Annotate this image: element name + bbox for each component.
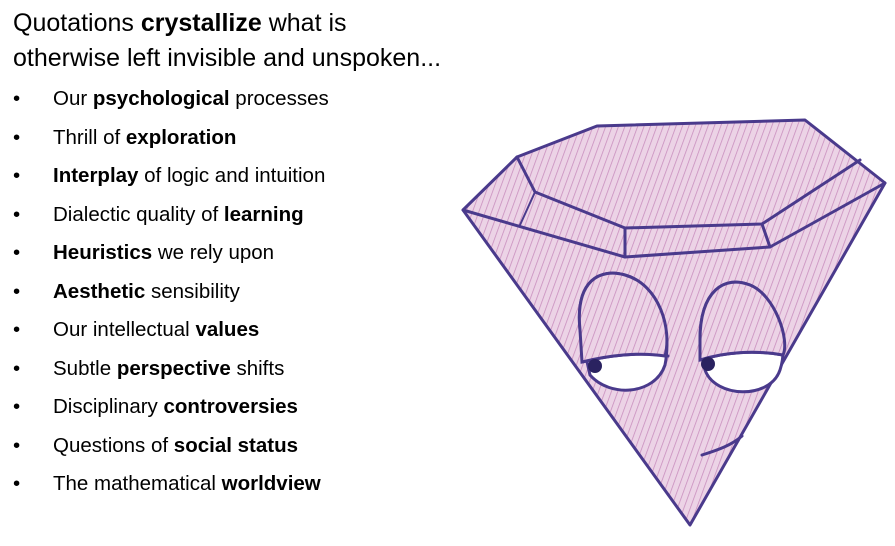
bullet-text: Subtle [53,356,117,380]
bullet-text: sensibility [145,279,240,303]
bullet-dot-icon: • [13,125,21,149]
title-text-line2: otherwise left invisible and unspoken... [13,44,442,72]
title-text: what is [261,9,347,37]
bullet-bold-text: social status [173,433,298,457]
bullet-list: • Our psychological processes • Thrill of e… [13,84,329,508]
bullet-bold-text: learning [223,202,304,226]
bullet-dot-icon: • [13,472,21,495]
mouth [700,434,744,457]
right-pupil [701,357,715,371]
bullet-dot-icon: • [13,87,21,110]
bullet-item: • Questions of social status [13,431,329,470]
bullet-item: • Interplay of logic and intuition [13,161,329,200]
title-text: Quotations [13,9,141,37]
bullet-item: • Thrill of exploration [13,123,329,162]
crystal-character-drawing [461,118,887,527]
bullet-bold-text: Aesthetic [53,279,146,303]
bullet-dot-icon: • [13,356,21,380]
bullet-item: • Heuristics we rely upon [13,238,329,277]
bullet-bold-text: controversies [163,395,298,418]
bullet-bold-text: Heuristics [53,241,153,264]
left-eyelid [577,271,669,364]
bullet-dot-icon: • [13,279,21,303]
bullet-dot-icon: • [13,241,21,264]
bullet-text: shifts [230,356,285,380]
bullet-text: of logic and intuition [138,164,326,187]
bullet-dot-icon: • [13,318,21,341]
bullet-item: • Dialectic quality of learning [13,200,329,239]
bullet-dot-icon: • [13,164,21,187]
slide-title: Quotations crystallize what is otherwise… [13,6,441,76]
bullet-item: • Aesthetic sensibility [13,277,329,316]
bullet-text: Thrill of [53,125,126,149]
bullet-bold-text: exploration [125,125,237,149]
bullet-dot-icon: • [13,433,21,457]
bullet-dot-icon: • [13,395,21,418]
bullet-item: • Subtle perspective shifts [13,354,329,393]
bullet-text: we rely upon [152,241,275,264]
bullet-item: • Our psychological processes [13,84,329,123]
bullet-text: processes [229,87,329,110]
bullet-bold-text: psychological [92,87,230,110]
bullet-text: Questions of [53,433,174,457]
crystal-body [461,118,887,527]
bullet-bold-text: worldview [221,472,321,495]
bullet-text: Our [53,87,93,110]
right-eyelid [698,280,787,363]
bullet-bold-text: values [195,318,260,341]
bullet-item: • Disciplinary controversies [13,392,329,431]
bullet-dot-icon: • [13,202,21,226]
bullet-text: The mathematical [53,472,222,495]
bullet-text: Disciplinary [53,395,164,418]
title-bold-text: crystallize [140,9,262,37]
left-pupil [588,359,602,373]
bullet-item: • The mathematical worldview [13,469,329,508]
bullet-text: Dialectic quality of [53,202,224,226]
bullet-bold-text: perspective [116,356,231,380]
bullet-bold-text: Interplay [53,164,139,187]
bullet-item: • Our intellectual values [13,315,329,354]
bullet-text: Our intellectual [53,318,196,341]
